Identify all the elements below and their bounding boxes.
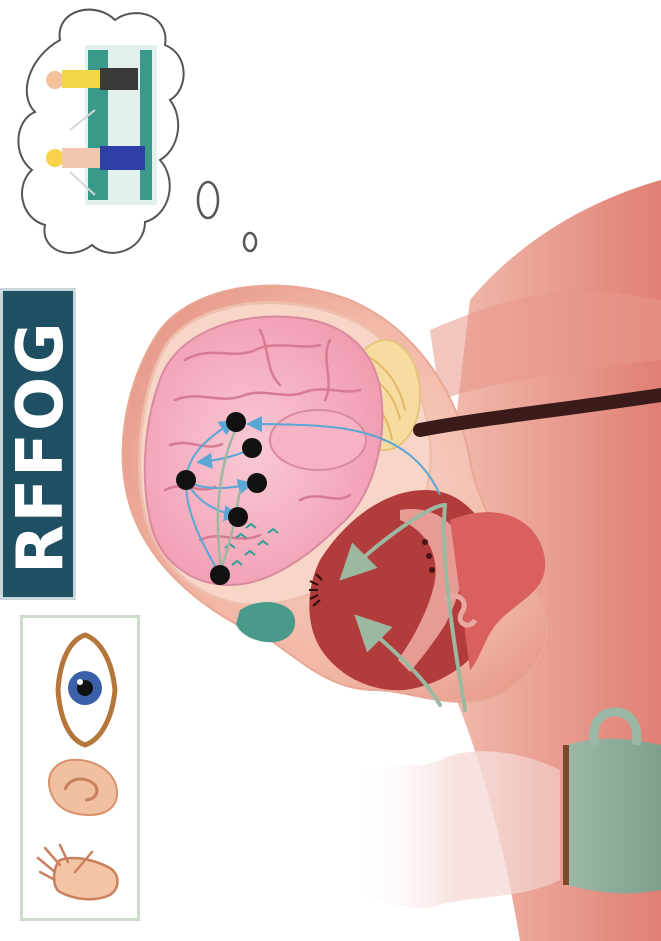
neuron-node bbox=[247, 473, 267, 493]
neuron-node bbox=[242, 438, 262, 458]
ear-icon bbox=[49, 760, 117, 815]
thought-bubble-icon bbox=[18, 10, 256, 253]
title-banner: RFFOG bbox=[0, 288, 76, 600]
sinus-shape bbox=[236, 602, 295, 642]
neuron-node bbox=[228, 507, 248, 527]
neuron-node bbox=[176, 470, 196, 490]
neuron-node bbox=[210, 565, 230, 585]
eye-icon bbox=[58, 635, 115, 745]
neuron-node bbox=[226, 412, 246, 432]
hand-icon bbox=[38, 845, 118, 899]
title-text: RFFOG bbox=[9, 320, 73, 574]
steam-shape bbox=[350, 751, 560, 908]
